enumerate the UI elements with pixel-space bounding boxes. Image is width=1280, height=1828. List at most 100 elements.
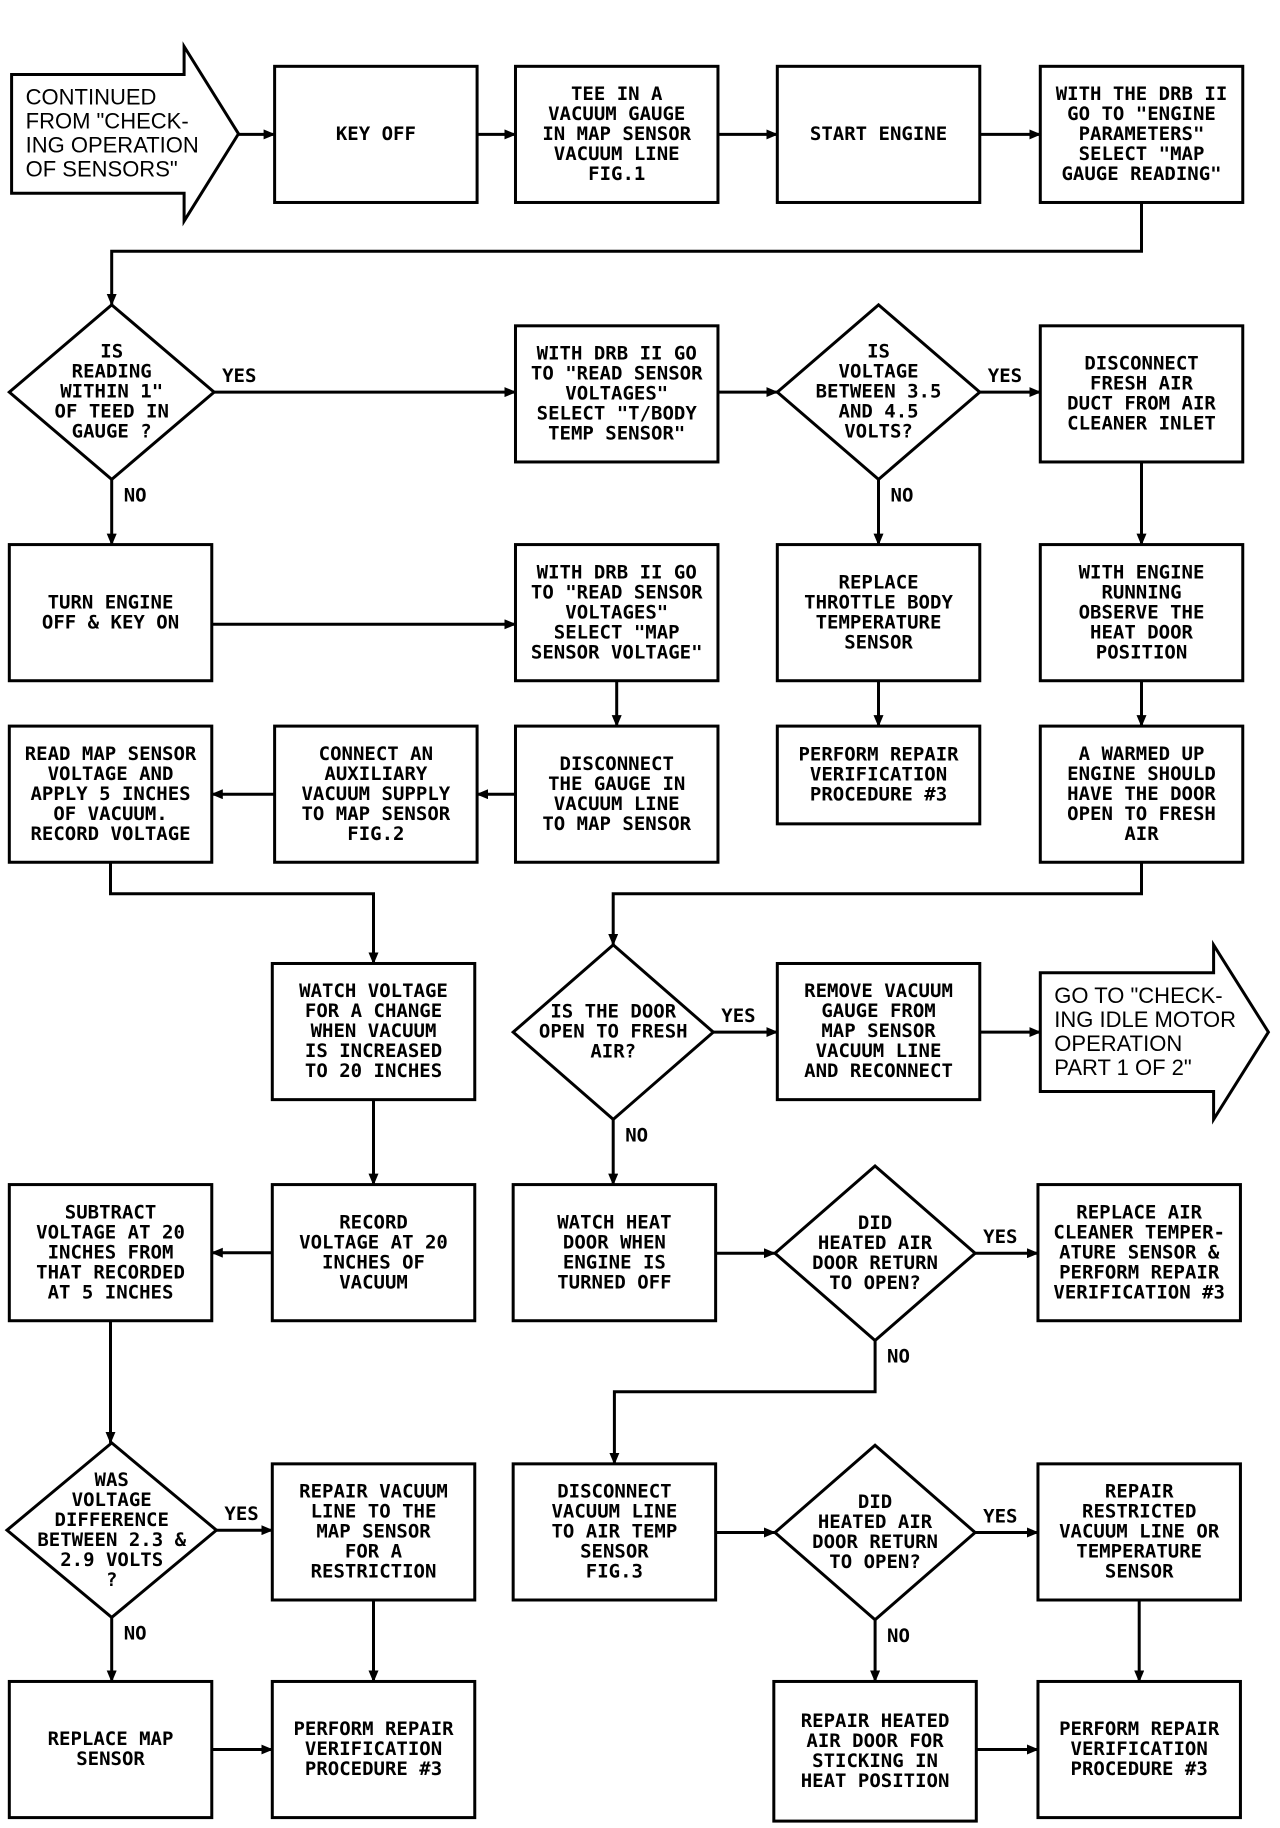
- node-text-line: RESTRICTION: [311, 1561, 437, 1583]
- node-text-line: TO OPEN?: [829, 1551, 921, 1573]
- edge-q-heated-door-1-to-disconnect-air-temp: [609, 1340, 877, 1465]
- node-text-line: HEAT POSITION: [801, 1770, 950, 1792]
- node-text-line: BETWEEN 2.3 &: [37, 1529, 186, 1551]
- process-box: [513, 324, 720, 464]
- node-text-line: OPERATION: [1054, 1031, 1182, 1056]
- edge-label-no: NO: [124, 1622, 147, 1644]
- node-text-line: GO TO "ENGINE: [1067, 103, 1216, 125]
- node-text-line: PROCEDURE #3: [810, 784, 947, 806]
- node-text-line: OBSERVE THE: [1079, 601, 1205, 623]
- node-text-line: KEY OFF: [336, 123, 416, 145]
- connector-arrow: [1038, 939, 1271, 1125]
- node-text-line: VACUUM GAUGE: [548, 103, 685, 125]
- node-text-line: TEE IN A: [571, 83, 663, 105]
- process-box: [270, 1183, 477, 1323]
- node-text-line: TO MAP SENSOR: [301, 803, 450, 825]
- node-text-line: FROM "CHECK-: [26, 109, 189, 134]
- node-text-line: TEMP SENSOR": [548, 423, 685, 445]
- node-text-line: TO "READ SENSOR: [531, 581, 703, 603]
- node-text-line: GAUGE FROM: [821, 1000, 935, 1022]
- node-text-line: RECORD VOLTAGE: [30, 823, 190, 845]
- node-text-line: IN MAP SENSOR: [542, 123, 691, 145]
- node-text-line: CONNECT AN: [319, 743, 433, 765]
- node-text-line: ENGINE SHOULD: [1067, 763, 1216, 785]
- node-text-line: PARAMETERS": [1079, 123, 1205, 145]
- process-box: [273, 724, 479, 864]
- process-box: [513, 543, 720, 683]
- node-goto-idle-motor: GO TO "CHECK-ING IDLE MOTOROPERATIONPART…: [1038, 939, 1271, 1125]
- node-text-line: FIG.2: [347, 823, 404, 845]
- process-box: [775, 543, 982, 683]
- node-text-line: STICKING IN: [812, 1750, 938, 1772]
- process-box: [1036, 1462, 1242, 1602]
- node-text-line: PROCEDURE #3: [1071, 1758, 1208, 1780]
- node-text-line: AUXILIARY: [324, 763, 428, 785]
- node-text-line: HEATED AIR: [818, 1511, 933, 1533]
- node-text-line: REPLACE MAP: [48, 1728, 174, 1750]
- node-text-line: WITH DRB II GO: [537, 561, 697, 583]
- node-text-line: DIFFERENCE: [55, 1509, 169, 1531]
- edge-read-map-5in-to-watch-voltage: [109, 862, 379, 965]
- process-box: [1038, 64, 1245, 204]
- node-text-line: DOOR WHEN: [563, 1231, 666, 1253]
- node-text-line: AIR DOOR FOR: [806, 1730, 944, 1752]
- node-text-line: VOLTAGE AND: [48, 763, 174, 785]
- node-text-line: RUNNING: [1101, 581, 1181, 603]
- node-text-line: INCHES FROM: [48, 1241, 174, 1263]
- node-text-line: TEMPERATURE: [1076, 1541, 1202, 1563]
- node-text-line: FIG.3: [586, 1561, 643, 1583]
- node-text-line: SELECT "MAP: [554, 621, 680, 643]
- node-text-line: DID: [858, 1491, 892, 1513]
- node-text-line: WATCH VOLTAGE: [299, 980, 448, 1002]
- node-text-line: PERFORM REPAIR: [1059, 1261, 1220, 1283]
- node-text-line: APPLY 5 INCHES: [30, 783, 190, 805]
- edge-label-no: NO: [887, 1346, 910, 1368]
- node-text-line: AIR: [1124, 823, 1159, 845]
- node-text-line: IS: [100, 341, 123, 363]
- node-text-line: REMOVE VACUUM: [804, 980, 953, 1002]
- node-key-off: KEY OFF: [273, 64, 479, 204]
- node-text-line: WITHIN 1": [60, 381, 163, 403]
- node-text-line: VERIFICATION: [305, 1738, 442, 1760]
- process-box: [775, 961, 982, 1102]
- node-text-line: POSITION: [1096, 641, 1188, 663]
- node-text-line: ING OPERATION: [26, 133, 199, 158]
- node-text-line: HEATED AIR: [818, 1232, 933, 1254]
- node-text-line: FOR A: [345, 1541, 403, 1563]
- node-text-line: READING: [72, 361, 152, 383]
- node-text-line: CLEANER INLET: [1067, 413, 1216, 435]
- decision-diamond: [772, 1163, 978, 1343]
- edge-label-yes: YES: [222, 365, 256, 387]
- process-box: [1036, 1183, 1242, 1323]
- node-text-line: TURN ENGINE: [48, 591, 174, 613]
- process-box: [511, 1183, 718, 1323]
- edge-label-no: NO: [124, 484, 147, 506]
- node-text-line: CLEANER TEMPER-: [1053, 1221, 1225, 1243]
- node-text-line: SELECT "T/BODY: [537, 403, 698, 425]
- node-text-line: REPAIR: [1105, 1481, 1174, 1503]
- node-text-line: VACUUM LINE: [551, 1501, 677, 1523]
- node-text-line: A WARMED UP: [1079, 743, 1205, 765]
- node-text-line: DOOR RETURN: [812, 1252, 938, 1274]
- node-text-line: IS: [867, 341, 890, 363]
- node-text-line: TO MAP SENSOR: [542, 813, 691, 835]
- node-text-line: OF TEED IN: [55, 401, 169, 423]
- node-text-line: WHEN VACUUM: [311, 1020, 437, 1042]
- node-text-line: DID: [858, 1212, 892, 1234]
- process-box: [775, 724, 982, 826]
- node-text-line: VACUUM SUPPLY: [301, 783, 450, 805]
- process-box: [513, 64, 720, 204]
